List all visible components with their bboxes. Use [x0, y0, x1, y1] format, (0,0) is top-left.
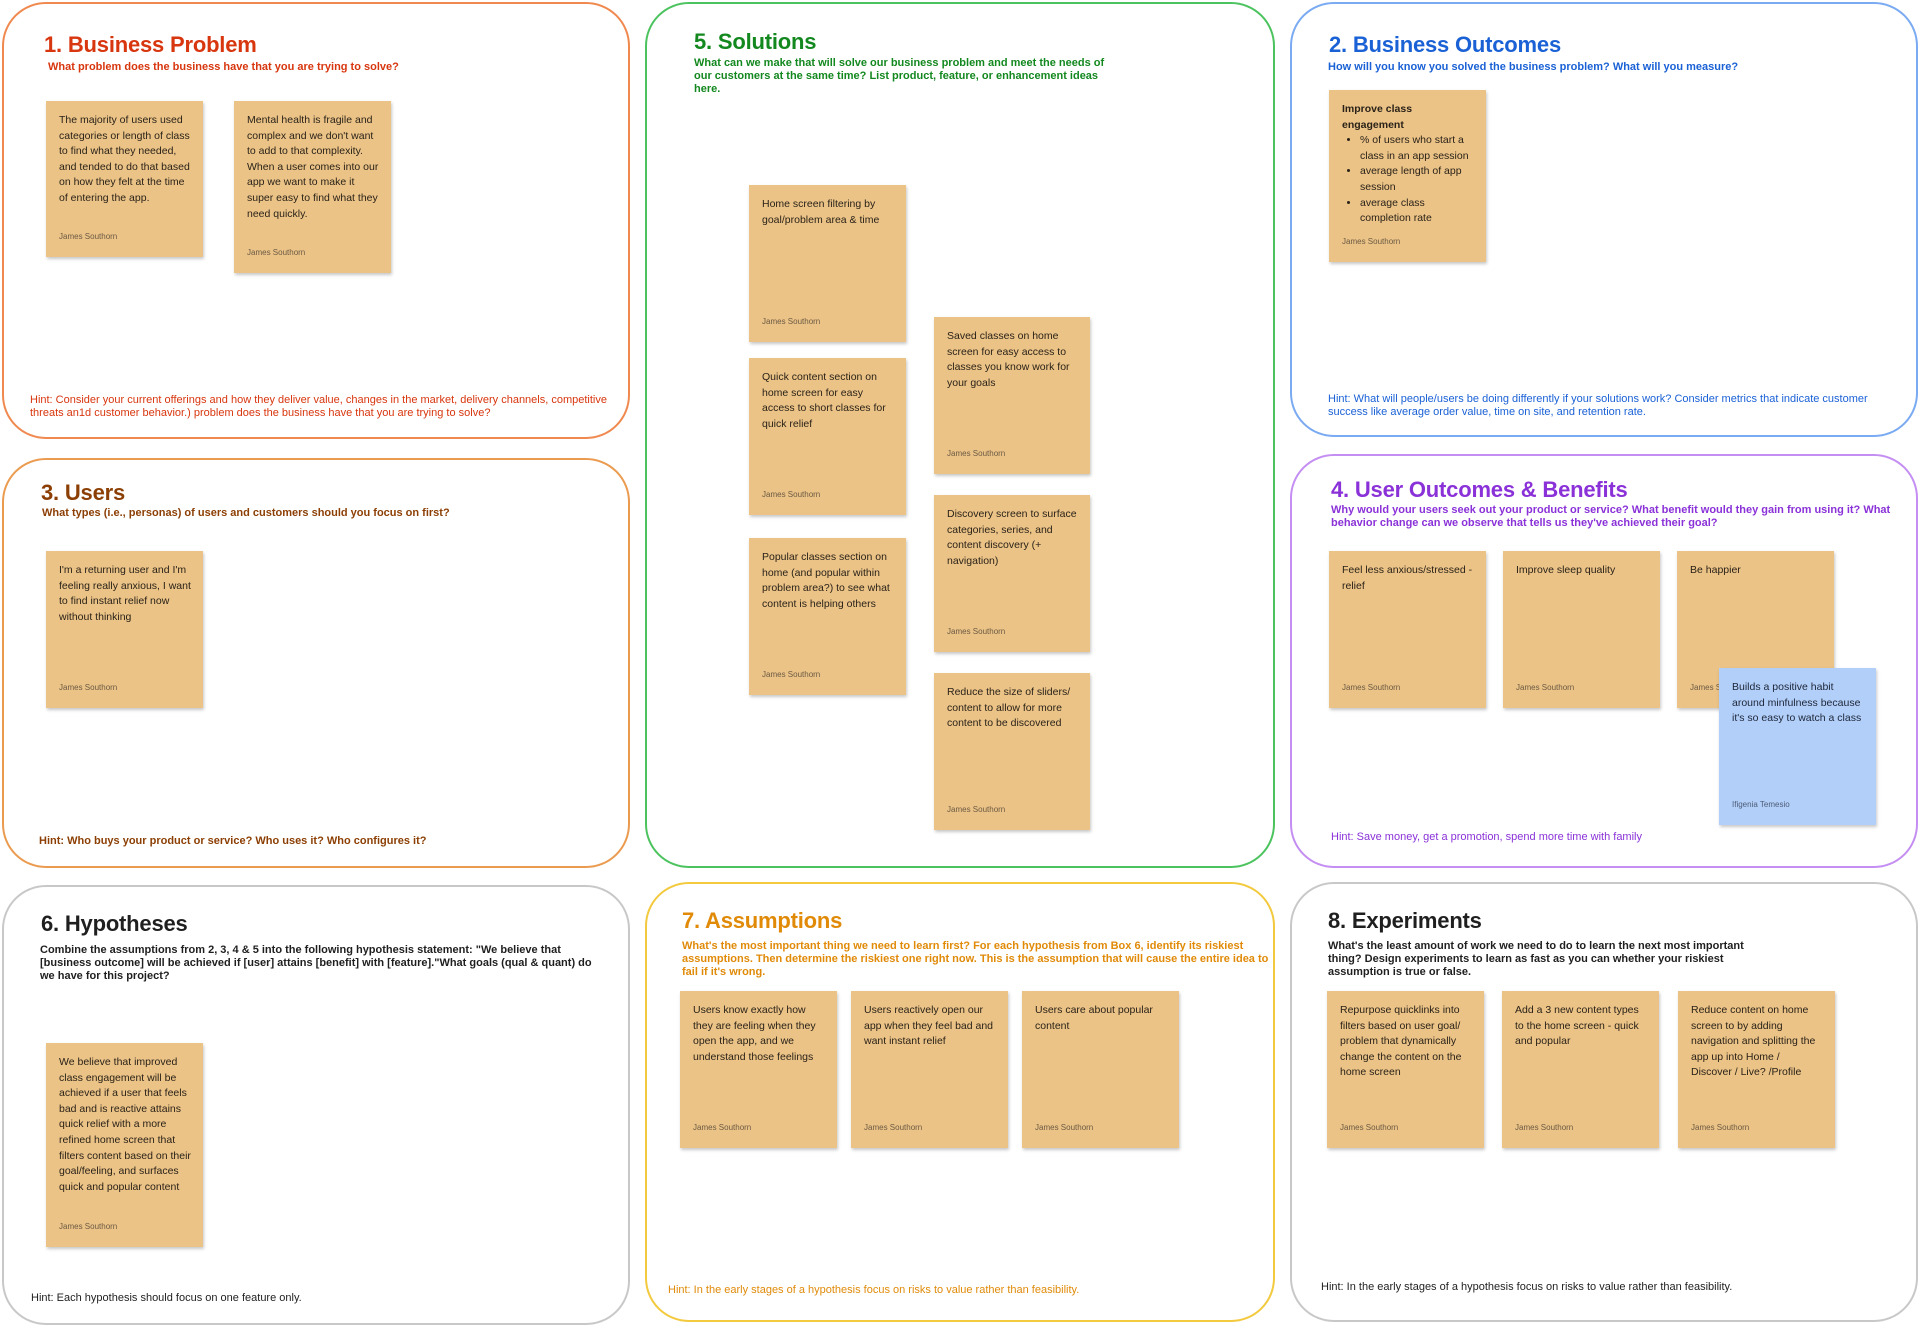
note-author: James Southorn — [762, 490, 821, 500]
panel-subtitle: How will you know you solved the busines… — [1328, 61, 1739, 73]
panel-hint: Hint: What will people/users be doing di… — [1328, 393, 1868, 418]
note-author: James Southorn — [947, 627, 1006, 637]
note-author: James Southorn — [247, 248, 306, 258]
note-bullet: average class completion rate — [1360, 196, 1474, 227]
note-heading: Improve class engagement — [1342, 103, 1413, 131]
panel-title: 4. User Outcomes & Benefits — [1331, 477, 1628, 502]
note-author: James Southorn — [1035, 1123, 1094, 1133]
sticky-note[interactable]: Users care about popular content James S… — [1022, 991, 1179, 1148]
note-author: James Southorn — [762, 317, 821, 327]
panel-title: 7. Assumptions — [682, 908, 843, 933]
panel-hint: Hint: Each hypothesis should focus on on… — [31, 1292, 302, 1304]
sticky-note[interactable]: Quick content section on home screen for… — [749, 358, 906, 515]
note-bullet: % of users who start a class in an app s… — [1360, 133, 1474, 164]
note-author: James Southorn — [1516, 683, 1575, 693]
panel-title: 1. Business Problem — [44, 32, 257, 57]
note-author: James Southorn — [59, 683, 118, 693]
note-author: James Southorn — [1342, 683, 1401, 693]
sticky-note[interactable]: Mental health is fragile and complex and… — [234, 101, 391, 273]
sticky-note[interactable]: Discovery screen to surface categories, … — [934, 495, 1090, 652]
note-text: Add a 3 new content types to the home sc… — [1515, 1004, 1639, 1048]
note-author: James Southorn — [693, 1123, 752, 1133]
note-text: Reduce the size of sliders/ content to a… — [947, 686, 1071, 730]
panel-hint: Hint: Who buys your product or service? … — [39, 835, 427, 847]
sticky-note[interactable]: Add a 3 new content types to the home sc… — [1502, 991, 1659, 1148]
sticky-note[interactable]: Repurpose quicklinks into filters based … — [1327, 991, 1484, 1148]
note-author: James Southorn — [59, 1222, 118, 1232]
note-text: Users reactively open our app when they … — [864, 1004, 994, 1048]
sticky-note-blue[interactable]: Builds a positive habit around minfulnes… — [1719, 668, 1876, 825]
panel-hint: Hint: In the early stages of a hypothesi… — [1321, 1281, 1733, 1293]
panel-subtitle: What's the least amount of work we need … — [1328, 940, 1744, 978]
note-text: Be happier — [1690, 564, 1741, 576]
sticky-note[interactable]: I'm a returning user and I'm feeling rea… — [46, 551, 203, 708]
panel-title: 8. Experiments — [1328, 908, 1482, 933]
panel-subtitle: Why would your users seek out your produ… — [1331, 504, 1891, 529]
note-text: Mental health is fragile and complex and… — [247, 114, 379, 220]
note-author: James Southorn — [1342, 237, 1401, 247]
note-author: James Southorn — [947, 449, 1006, 459]
note-author: James Southorn — [864, 1123, 923, 1133]
panel-title: 6. Hypotheses — [41, 911, 188, 936]
note-text: Repurpose quicklinks into filters based … — [1340, 1004, 1462, 1079]
note-text: We believe that improved class engagemen… — [59, 1056, 191, 1193]
panel-title: 5. Solutions — [694, 29, 817, 54]
sticky-note[interactable]: Reduce the size of sliders/ content to a… — [934, 673, 1090, 830]
note-text: Feel less anxious/stressed - relief — [1342, 564, 1473, 592]
note-bullet-list: % of users who start a class in an app s… — [1342, 133, 1474, 227]
sticky-note[interactable]: Reduce content on home screen to by addi… — [1678, 991, 1835, 1148]
note-text: Users know exactly how they are feeling … — [693, 1004, 816, 1063]
panel-subtitle: What can we make that will solve our bus… — [694, 57, 1105, 95]
panel-hint: Hint: Save money, get a promotion, spend… — [1331, 831, 1642, 843]
note-text: Users care about popular content — [1035, 1004, 1153, 1032]
note-text: Improve sleep quality — [1516, 564, 1616, 576]
sticky-note[interactable]: The majority of users used categories or… — [46, 101, 203, 257]
panel-title: 2. Business Outcomes — [1329, 32, 1561, 57]
note-author: James Southorn — [762, 670, 821, 680]
note-author: Ifigenia Temesio — [1732, 800, 1790, 810]
note-text: Saved classes on home screen for easy ac… — [947, 330, 1070, 389]
note-text: I'm a returning user and I'm feeling rea… — [59, 564, 191, 623]
note-author: James Southorn — [1515, 1123, 1574, 1133]
note-author: James Southorn — [947, 805, 1006, 815]
sticky-note[interactable]: Users reactively open our app when they … — [851, 991, 1008, 1148]
sticky-note[interactable]: We believe that improved class engagemen… — [46, 1043, 203, 1247]
note-author: James Southorn — [59, 232, 118, 242]
sticky-note[interactable]: Saved classes on home screen for easy ac… — [934, 317, 1090, 474]
panel-hint: Hint: Consider your current offerings an… — [30, 394, 607, 419]
panel-subtitle: Combine the assumptions from 2, 3, 4 & 5… — [40, 944, 592, 982]
sticky-note[interactable]: Users know exactly how they are feeling … — [680, 991, 837, 1148]
panel-subtitle: What's the most important thing we need … — [682, 940, 1269, 978]
note-text: Builds a positive habit around minfulnes… — [1732, 681, 1862, 725]
note-author: James Southorn — [1691, 1123, 1750, 1133]
note-text: Discovery screen to surface categories, … — [947, 508, 1077, 567]
note-text: The majority of users used categories or… — [59, 114, 190, 204]
panel-subtitle: What problem does the business have that… — [48, 61, 399, 73]
note-author: James Southorn — [1340, 1123, 1399, 1133]
note-text: Quick content section on home screen for… — [762, 371, 886, 430]
sticky-note[interactable]: Feel less anxious/stressed - relief Jame… — [1329, 551, 1486, 708]
sticky-note[interactable]: Improve class engagement % of users who … — [1329, 90, 1486, 262]
note-text: Reduce content on home screen to by addi… — [1691, 1004, 1816, 1079]
note-bullet: average length of app session — [1360, 164, 1474, 195]
note-text: Home screen filtering by goal/problem ar… — [762, 198, 880, 226]
sticky-note[interactable]: Popular classes section on home (and pop… — [749, 538, 906, 695]
panel-hint: Hint: In the early stages of a hypothesi… — [668, 1284, 1080, 1296]
panel-subtitle: What types (i.e., personas) of users and… — [42, 507, 450, 519]
sticky-note[interactable]: Improve sleep quality James Southorn — [1503, 551, 1660, 708]
panel-title: 3. Users — [41, 480, 126, 505]
note-text: Popular classes section on home (and pop… — [762, 551, 890, 610]
sticky-note[interactable]: Home screen filtering by goal/problem ar… — [749, 185, 906, 342]
